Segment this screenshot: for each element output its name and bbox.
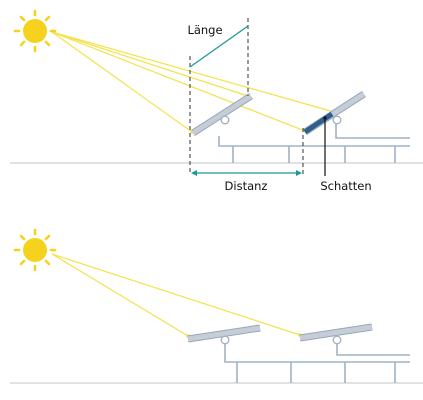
panel-pivot bbox=[220, 335, 230, 345]
length-label: Länge bbox=[187, 23, 222, 37]
solar-panel-1 bbox=[187, 324, 261, 345]
distance-label: Distanz bbox=[225, 179, 268, 193]
top-scene: Länge Distanz Schatten bbox=[10, 9, 423, 193]
panel-shadow-segment bbox=[303, 111, 334, 135]
panel-pivot bbox=[220, 115, 230, 125]
solar-panel-2 bbox=[303, 91, 366, 135]
sun-rays bbox=[51, 253, 301, 337]
dashed-guides bbox=[189, 18, 304, 175]
sun-rays bbox=[51, 31, 335, 133]
shadow-pointer-dot bbox=[323, 116, 327, 120]
sun-icon bbox=[13, 228, 57, 272]
bottom-scene bbox=[10, 228, 423, 384]
distance-dimension bbox=[191, 170, 302, 176]
sun-icon bbox=[13, 9, 57, 53]
length-dimension-line bbox=[189, 25, 249, 68]
solar-panel-1 bbox=[191, 93, 253, 136]
rack-frame bbox=[224, 343, 410, 383]
panel-pivot bbox=[332, 335, 342, 345]
rack-frame bbox=[218, 124, 410, 163]
shadow-label: Schatten bbox=[320, 179, 371, 193]
panel-pivot bbox=[332, 115, 342, 125]
solar-panel-2 bbox=[299, 323, 373, 345]
